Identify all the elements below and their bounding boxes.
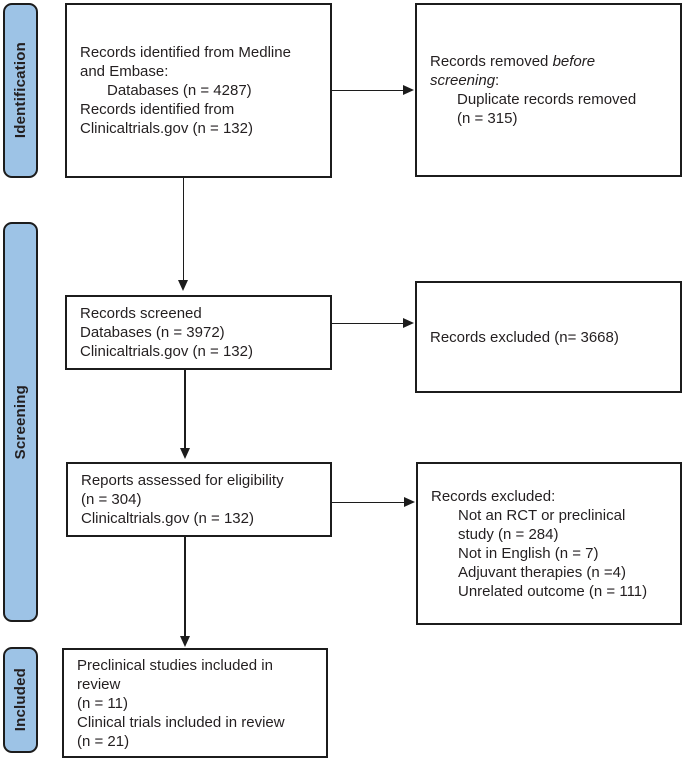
box-text-line: Records excluded: <box>431 487 556 505</box>
arrowhead-right-icon <box>403 318 414 329</box>
box-text-line: Duplicate records removed <box>457 91 637 108</box>
box-records-excluded-eligibility: Records excluded:Not an RCT or preclinic… <box>416 462 682 625</box>
box-text-line: Clinicaltrials.gov (n = 132) <box>81 510 254 527</box>
box-text-line: Records screened <box>80 305 202 322</box>
box-text-line: Not an RCT or preclinical <box>458 506 626 524</box>
arrow-down-screened-to-assessed <box>179 370 190 459</box>
box-text-line: (n = 304) <box>81 491 142 508</box>
stage-bar-screening: Screening <box>3 222 38 622</box>
stage-label-screening: Screening <box>12 384 29 460</box>
box-text-line: screening: <box>430 72 500 89</box>
box-text-line: Records removed before <box>430 53 596 70</box>
arrow-down-assessed-to-included <box>179 537 190 647</box>
box-text-line: (n = 11) <box>77 694 128 712</box>
box-text-line: Clinicaltrials.gov (n = 132) <box>80 120 253 137</box>
stage-label-included: Included <box>12 668 29 732</box>
arrowhead-down-icon <box>179 448 190 459</box>
arrowhead-down-icon <box>179 636 190 647</box>
stage-bar-identification: Identification <box>3 3 38 178</box>
box-text-line: Unrelated outcome (n = 111) <box>458 582 648 600</box>
box-text-line: Records excluded (n= 3668) <box>430 328 619 346</box>
arrowhead-right-icon <box>404 497 415 508</box>
box-text-line: Preclinical studies included in <box>77 656 273 674</box>
box-text-line: Records identified from Medline <box>80 44 291 61</box>
box-records-excluded-screening: Records excluded (n= 3668) <box>415 281 682 393</box>
stage-bar-included: Included <box>3 647 38 753</box>
box-records-removed: Records removed before screening: Duplicat… <box>415 3 682 177</box>
arrow-down-identified-to-screened <box>178 178 189 291</box>
box-text-line: Databases (n = 3972) <box>80 324 225 341</box>
box-text-line: Clinicaltrials.gov (n = 132) <box>80 343 253 360</box>
arrow-right-assessed-to-excluded <box>332 497 415 508</box>
stage-label-identification: Identification <box>12 42 29 139</box>
arrow-right-identified-to-removed <box>332 85 414 96</box>
box-text-line: Adjuvant therapies (n =4) <box>458 563 627 581</box>
box-text-line: and Embase: <box>80 63 169 80</box>
arrowhead-right-icon <box>403 85 414 96</box>
box-text-line: Records identified from <box>80 101 235 118</box>
box-records-identified: Records identified from Medline and Embas… <box>65 3 332 178</box>
arrow-right-screened-to-excluded <box>332 318 414 329</box>
box-text-line: (n = 21) <box>77 732 130 750</box>
arrowhead-down-icon <box>178 280 189 291</box>
box-text-line: review <box>77 675 121 693</box>
box-text-line: (n = 315) <box>457 110 518 127</box>
box-text-line: Clinical trials included in review <box>77 713 285 731</box>
box-text-line: study (n = 284) <box>458 525 559 543</box>
box-reports-assessed: Reports assessed for eligibility (n = 304… <box>66 462 332 537</box>
box-text-line: Reports assessed for eligibility <box>81 472 284 489</box>
box-text-line: Not in English (n = 7) <box>458 544 599 562</box>
box-text-line: Databases (n = 4287) <box>107 82 252 99</box>
